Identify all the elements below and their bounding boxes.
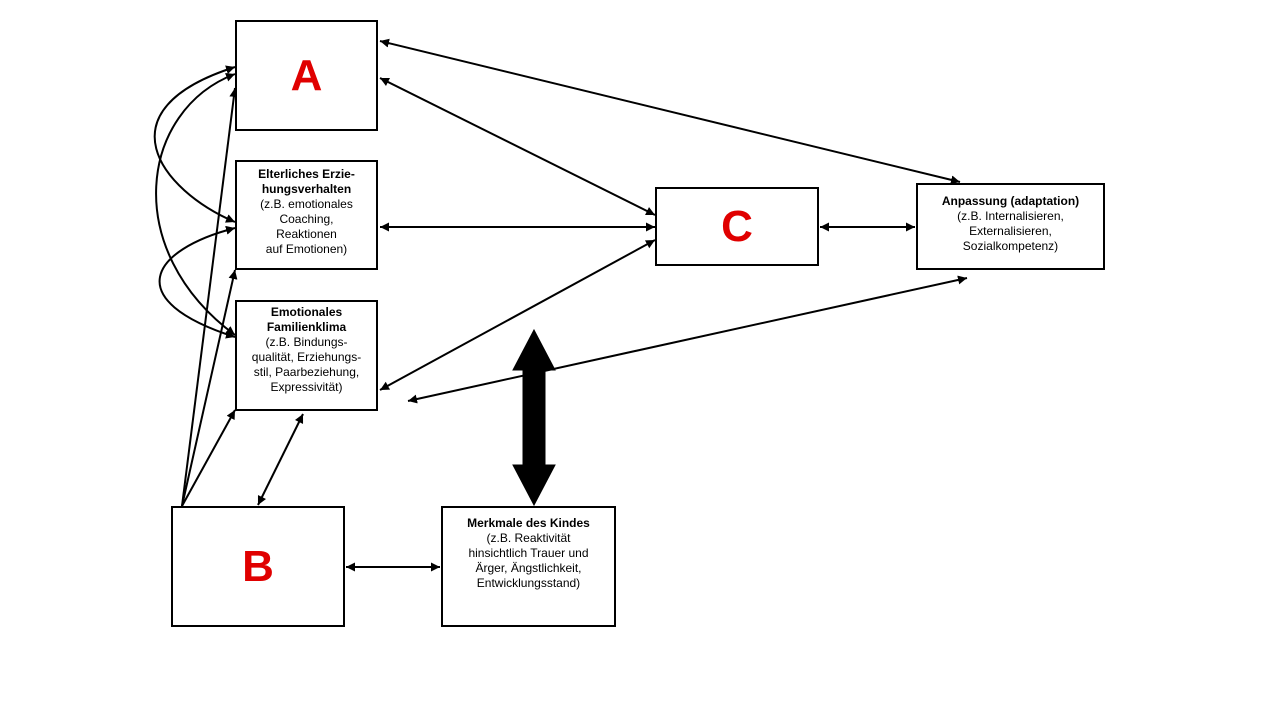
box-c-label: C	[721, 201, 753, 251]
box-family-climate: Emotionales Familienklima (z.B. Bindungs…	[235, 300, 378, 411]
parenting-detail-line: (z.B. emotionales	[260, 197, 353, 211]
adaptation-detail-line: (z.B. Internalisieren,	[957, 209, 1064, 223]
box-adaptation: Anpassung (adaptation) (z.B. Internalisi…	[916, 183, 1105, 270]
arrow-b-a	[181, 87, 239, 507]
box-b-label: B	[242, 541, 274, 591]
arrow-climate-b	[257, 413, 304, 506]
climate-detail-line: Expressivität)	[270, 380, 343, 394]
child-detail-line: Ärger, Ängstlichkeit,	[475, 561, 582, 575]
arrow-a-c	[379, 77, 656, 216]
child-title-line: Merkmale des Kindes	[467, 516, 590, 530]
arrow-adaptation-climate	[407, 275, 968, 404]
box-parenting-behavior: Elterliches Erzie- hungsverhalten (z.B. …	[235, 160, 378, 270]
climate-title-line: Familienklima	[266, 320, 347, 334]
box-a: A	[235, 20, 378, 131]
arrow-a-adaptation	[379, 38, 961, 185]
child-detail-line: (z.B. Reaktivität	[486, 531, 571, 545]
curve-climate-a	[155, 72, 236, 336]
parenting-detail-line: Reaktionen	[276, 227, 337, 241]
adaptation-title-line: Anpassung (adaptation)	[941, 194, 1080, 208]
climate-title-line: Emotionales	[270, 305, 343, 319]
arrow-b-parenting	[181, 269, 238, 507]
child-detail-line: hinsichtlich Trauer und	[468, 546, 589, 560]
box-child-characteristics: Merkmale des Kindes (z.B. Reaktivität hi…	[441, 506, 616, 627]
arrow-b-climate	[181, 409, 236, 507]
box-a-label: A	[290, 50, 323, 100]
big-double-arrow	[512, 328, 556, 507]
parenting-title-line: hungsverhalten	[261, 182, 352, 196]
curve-climate-parenting	[158, 225, 236, 339]
climate-detail-line: qualität, Erziehungs-	[251, 350, 362, 364]
box-b: B	[171, 506, 345, 627]
adaptation-detail-line: Externalisieren,	[969, 224, 1052, 238]
parenting-title-line: Elterliches Erzie-	[258, 167, 355, 181]
adaptation-detail-line: Sozialkompetenz)	[962, 239, 1059, 253]
parenting-detail-line: auf Emotionen)	[265, 242, 348, 256]
box-c: C	[655, 187, 819, 266]
curve-parenting-a	[153, 65, 236, 223]
parenting-detail-line: Coaching,	[279, 212, 334, 226]
child-detail-line: Entwicklungsstand)	[476, 576, 581, 590]
climate-detail-line: (z.B. Bindungs-	[265, 335, 348, 349]
climate-detail-line: stil, Paarbeziehung,	[253, 365, 360, 379]
